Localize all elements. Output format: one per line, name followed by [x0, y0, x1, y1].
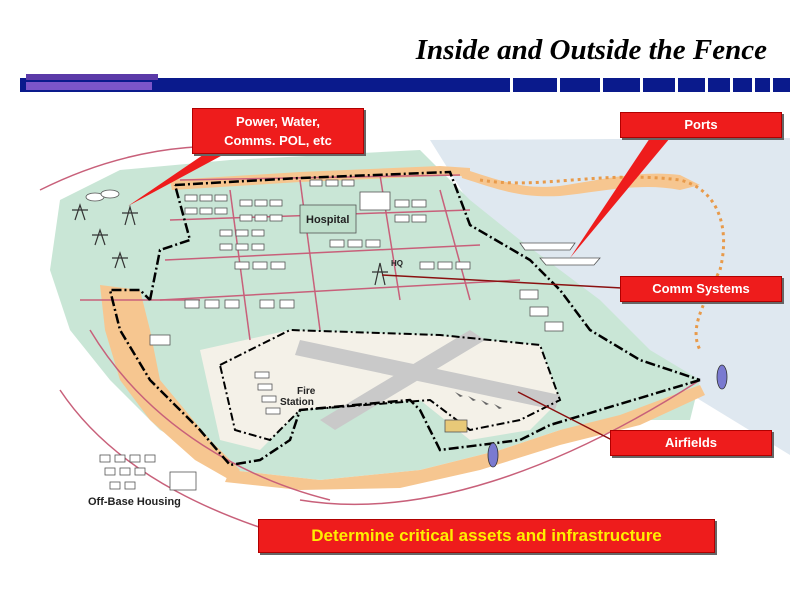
- hospital-building: [299, 204, 357, 234]
- hq-label: HQ: [391, 259, 403, 268]
- inner-fence: [218, 328, 562, 442]
- water-area: [430, 138, 790, 455]
- callout-utilities: Power, Water, Comms. POL, etc: [192, 108, 364, 154]
- buffer-zone-bottom: [225, 385, 705, 490]
- header-band-segment: [730, 78, 733, 92]
- perimeter-fence: [108, 170, 701, 467]
- aircraft: [455, 392, 502, 409]
- sensor-disc: [716, 364, 728, 390]
- power-towers: [72, 203, 138, 269]
- comm-tower: [372, 262, 388, 286]
- buildings: [99, 179, 564, 491]
- callout-comm-systems: Comm Systems: [620, 276, 782, 302]
- fire-station-label-line1: Fire: [297, 386, 316, 397]
- shoreline-dotted: [479, 175, 726, 351]
- header-band-segment: [510, 78, 513, 92]
- comm-systems-pointer: [381, 274, 623, 289]
- buffer-zone-left: [100, 285, 240, 480]
- callout-utilities-line1: Power, Water,: [235, 114, 321, 129]
- callout-utilities-line2: Comms. POL, etc: [224, 133, 332, 148]
- shoreline-buffer: [460, 168, 700, 197]
- ships: [519, 242, 601, 266]
- callout-airfields: Airfields: [610, 430, 772, 456]
- runway-main: [295, 340, 560, 410]
- header-band: [20, 78, 790, 92]
- water-tanks: [85, 189, 120, 202]
- fire-station-label-line2: Station: [280, 397, 314, 408]
- header-band-segment: [640, 78, 643, 92]
- sensor-disc: [487, 442, 499, 468]
- utilities-pointer: [128, 142, 232, 206]
- ports-pointer: [570, 138, 670, 258]
- off-base-housing-label: Off-Base Housing: [88, 496, 181, 508]
- header-band-accent-lower: [26, 82, 152, 90]
- header-band-segment: [705, 78, 708, 92]
- header-band-accent: [26, 74, 158, 80]
- summary-banner: Determine critical assets and infrastruc…: [258, 519, 715, 553]
- header-band-segment: [675, 78, 678, 92]
- callout-ports: Ports: [620, 112, 782, 138]
- slide-title: Inside and Outside the Fence: [415, 34, 767, 66]
- airfields-pointer: [517, 391, 613, 441]
- header-band-segment: [600, 78, 603, 92]
- hospital-label: Hospital: [306, 214, 350, 226]
- header-band-segment: [770, 78, 773, 92]
- header-band-segment: [557, 78, 560, 92]
- header-band-segment: [752, 78, 755, 92]
